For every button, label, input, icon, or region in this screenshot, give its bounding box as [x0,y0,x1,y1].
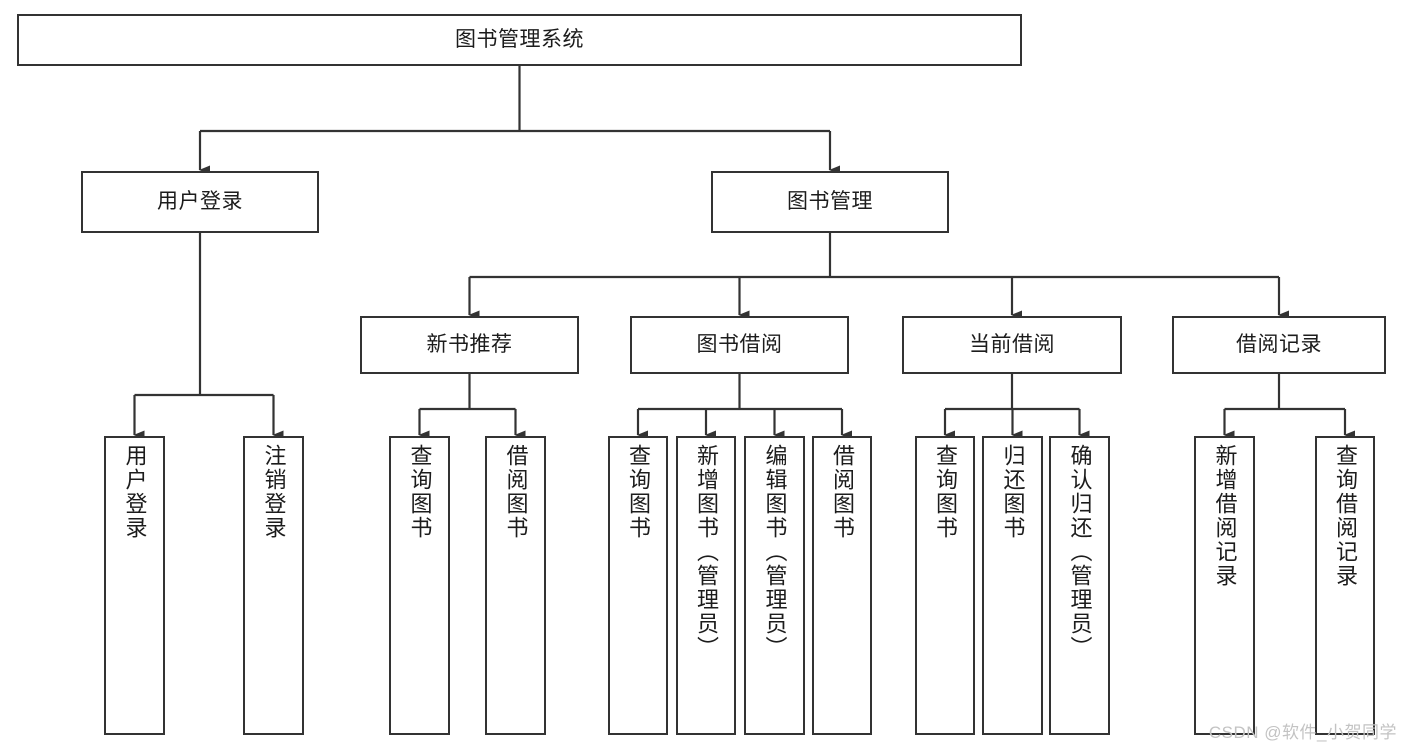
leaf-logout-label: 注销登录 [261,444,287,540]
node-borrow-record[interactable]: 借阅记录 [1172,316,1386,374]
node-new-book-recommend-label: 新书推荐 [426,332,513,356]
leaf-query-record-label: 查询借阅记录 [1333,444,1358,588]
leaf-edit-book[interactable]: 编辑图书（管理员） [744,436,805,735]
node-root-label: 图书管理系统 [455,27,584,51]
leaf-query-record[interactable]: 查询借阅记录 [1315,436,1375,735]
leaf-return-book-label: 归还图书 [1000,444,1026,540]
leaf-add-record[interactable]: 新增借阅记录 [1194,436,1255,735]
leaf-borrow-book-2[interactable]: 借阅图书 [812,436,872,735]
leaf-user-login[interactable]: 用户登录 [104,436,165,735]
leaf-borrow-book-1-label: 借阅图书 [503,444,529,540]
leaf-query-book-1-label: 查询图书 [407,444,433,540]
leaf-logout[interactable]: 注销登录 [243,436,304,735]
watermark: CSDN @软件_小贺同学 [1208,723,1397,742]
node-new-book-recommend[interactable]: 新书推荐 [360,316,579,374]
leaf-add-record-label: 新增借阅记录 [1212,444,1238,588]
node-book-manage-label: 图书管理 [787,189,873,213]
node-current-borrow-label: 当前借阅 [969,332,1055,356]
leaf-confirm-return[interactable]: 确认归还（管理员） [1049,436,1110,735]
leaf-add-book-label: 新增图书（管理员） [694,444,719,660]
leaf-query-book-1[interactable]: 查询图书 [389,436,450,735]
leaf-confirm-return-label: 确认归还（管理员） [1067,444,1093,660]
node-user-login[interactable]: 用户登录 [81,171,319,233]
node-user-login-label: 用户登录 [157,189,243,213]
leaf-user-login-label: 用户登录 [122,444,148,540]
node-book-borrow[interactable]: 图书借阅 [630,316,849,374]
leaf-query-book-3[interactable]: 查询图书 [915,436,975,735]
node-root[interactable]: 图书管理系统 [17,14,1022,66]
node-book-borrow-label: 图书借阅 [696,332,783,356]
node-current-borrow[interactable]: 当前借阅 [902,316,1122,374]
leaf-edit-book-label: 编辑图书（管理员） [762,444,788,660]
leaf-query-book-2[interactable]: 查询图书 [608,436,668,735]
leaf-borrow-book-1[interactable]: 借阅图书 [485,436,546,735]
leaf-query-book-2-label: 查询图书 [626,444,651,540]
leaf-add-book[interactable]: 新增图书（管理员） [676,436,736,735]
leaf-borrow-book-2-label: 借阅图书 [830,444,855,540]
connector-lines [133,66,1355,440]
node-book-manage[interactable]: 图书管理 [711,171,949,233]
node-borrow-record-label: 借阅记录 [1236,332,1322,356]
leaf-query-book-3-label: 查询图书 [933,444,958,540]
leaf-return-book[interactable]: 归还图书 [982,436,1043,735]
